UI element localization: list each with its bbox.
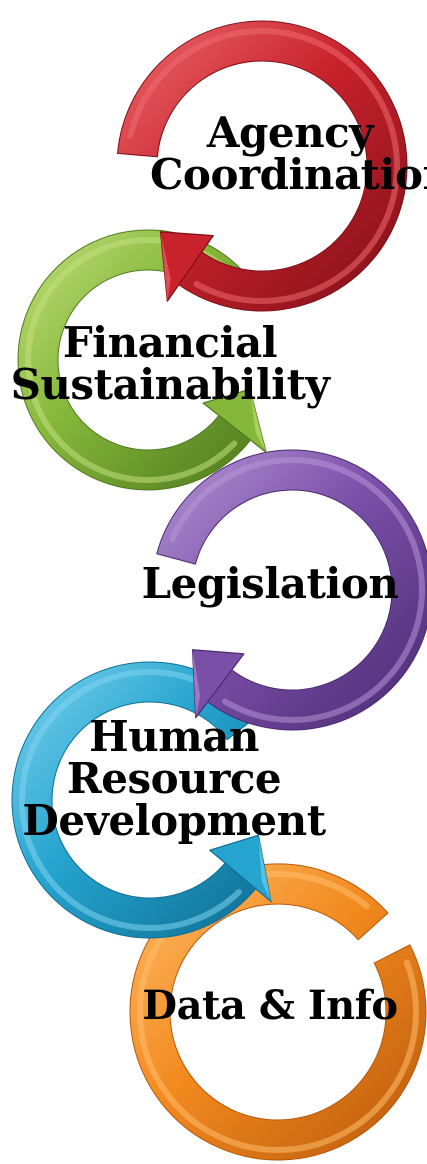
arrow-highlight-agency-coordination [127,28,400,304]
arrow-head-bevel-human-resource-development [258,835,272,902]
arrow-band-financial-sustainability [17,229,252,491]
arrow-head-financial-sustainability [202,388,267,453]
arrow-band-agency-coordination [117,20,408,312]
arrow-head-bevel-legislation [192,649,201,718]
stage-label-line: Financial [62,318,278,367]
stage-label-line: Legislation [141,559,399,608]
stage-label-line: Data & Info [142,982,398,1029]
stage-label-financial-sustainability: Financial Sustainability [2,322,338,406]
stage-label-data-info: Data & Info [140,986,400,1026]
stage-label-line: Sustainability [10,360,330,409]
stage-label-human-resource-development: Human Resource Development [14,716,334,842]
stage-label-line: Human [89,712,259,761]
stage-label-line: Agency [206,108,374,157]
arrow-highlight-financial-sustainability [25,237,238,483]
arrow-band-human-resource-development [11,661,260,939]
stage-label-agency-coordination: Agency Coordination [150,112,427,196]
stage-label-line: Resource [66,754,282,803]
arrow-head-bevel-financial-sustainability [249,389,267,453]
stage-label-line: Development [22,796,326,845]
stage-label-legislation: Legislation [140,563,400,605]
arrow-band-legislation [156,449,427,731]
stage-label-line: Coordination [150,150,427,199]
arrow-head-bevel-agency-coordination [160,231,171,302]
arrow-highlight-human-resource-development [19,669,242,931]
arrow-highlight-legislation [169,457,425,723]
